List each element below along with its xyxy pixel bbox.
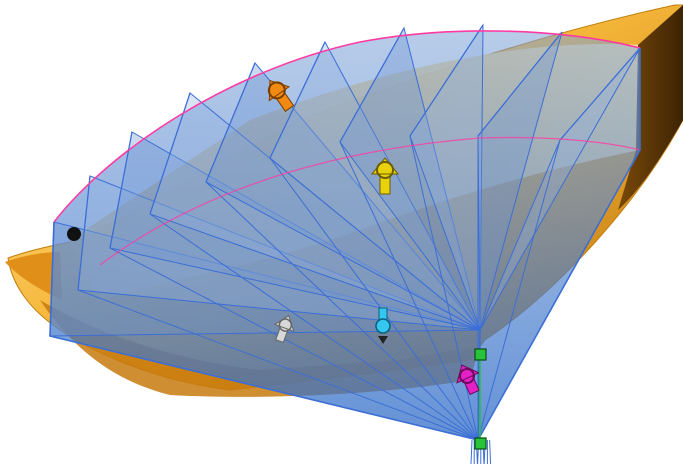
sweep-fan	[49, 23, 641, 465]
plane-edge	[77, 175, 91, 291]
fan-body	[50, 30, 640, 440]
plane-edge	[339, 27, 405, 143]
drag-handle-white[interactable]	[270, 312, 298, 344]
inner-arc	[99, 136, 641, 266]
plane-edge	[409, 24, 484, 137]
bow-tip	[5, 252, 62, 300]
sweep-ray	[339, 141, 479, 441]
sweep-ray	[149, 213, 479, 441]
outer-arc	[53, 30, 641, 223]
bristle-line	[470, 439, 473, 465]
drag-arrow-icon	[267, 79, 295, 112]
sweep-ray	[109, 247, 479, 441]
drag-arrow-icon	[375, 307, 391, 344]
plane-edge	[269, 41, 326, 159]
vertex-grip-top[interactable]	[474, 348, 487, 361]
sweep-ray	[205, 181, 479, 441]
bristle-line	[489, 439, 492, 465]
drag-handle-yellow[interactable]	[370, 157, 400, 195]
pivot-point[interactable]	[67, 227, 81, 241]
sweep-ray	[269, 157, 479, 441]
drag-arrow-icon	[370, 157, 400, 195]
drag-handle-cyan[interactable]	[375, 307, 391, 344]
plane-edge	[205, 62, 256, 183]
sweep-ray	[409, 135, 479, 441]
plane-edge	[477, 31, 563, 137]
plane-edge	[109, 131, 133, 249]
drag-arrow-icon	[456, 364, 480, 396]
sweep-ray	[77, 289, 479, 441]
vertex-grip-bottom[interactable]	[474, 437, 487, 450]
plane-edge	[559, 47, 641, 141]
drag-arrow-icon	[273, 314, 295, 344]
drag-handle-magenta[interactable]	[451, 360, 485, 397]
drag-handle-orange[interactable]	[260, 74, 299, 116]
frame-outline	[49, 48, 641, 442]
sweep-ray	[477, 139, 561, 441]
